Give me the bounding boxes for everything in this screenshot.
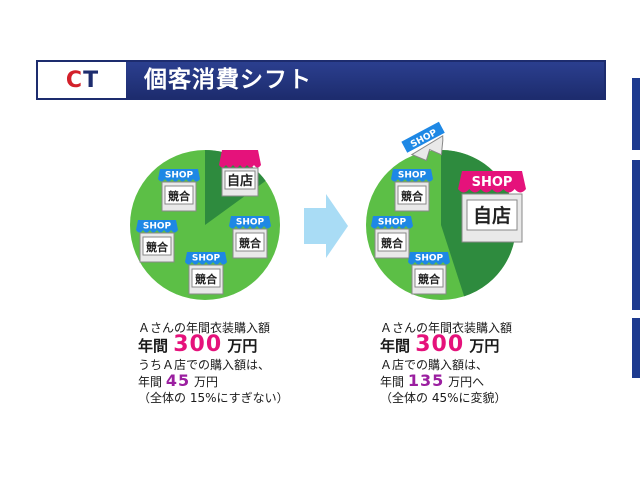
competitor-label: 競合 <box>195 272 218 286</box>
ct-logo: C T <box>38 62 126 98</box>
right-caption-line2: 年間 300 万円 <box>380 334 512 356</box>
right-caption-line5: （全体の 45%に変貌） <box>380 391 507 405</box>
left-competitor-shop-3: SHOP 競合 <box>228 215 272 259</box>
flying-sign: SHOP <box>399 119 447 162</box>
shop-sign-text: SHOP <box>165 171 194 181</box>
left-caption-line4: 年間 45 万円 <box>138 373 289 390</box>
competitor-label: 競合 <box>239 236 262 250</box>
shop-sign-text: SHOP <box>143 222 172 232</box>
left-store-amount: 45 <box>165 371 191 390</box>
right-annual-unit: 万円 <box>469 337 500 355</box>
right-own-shop: SHOP 自店 <box>458 171 526 243</box>
right-store-prefix: 年間 <box>380 375 405 389</box>
right-annual-prefix: 年間 <box>380 337 411 355</box>
title-bar: C T 個客消費シフト <box>36 60 606 100</box>
shop-sign-text: SHOP <box>236 218 265 228</box>
left-competitor-shop-4: SHOP 競合 <box>184 251 228 295</box>
logo-letter-t: T <box>83 67 99 93</box>
right-competitor-shop-2: SHOP 競合 <box>370 215 414 259</box>
right-store-amount: 135 <box>407 371 445 390</box>
right-competitor-shop-1: SHOP 競合 <box>390 168 434 212</box>
shift-arrow <box>304 194 348 258</box>
left-store-prefix: 年間 <box>138 375 163 389</box>
side-strip-2 <box>632 160 640 310</box>
competitor-label: 競合 <box>168 189 191 203</box>
right-competitor-shop-3: SHOP 競合 <box>407 251 451 295</box>
side-strip-1 <box>632 78 640 150</box>
shop-sign-text: SHOP <box>415 254 444 264</box>
right-caption-line4: 年間 135 万円へ <box>380 373 512 390</box>
own-shop-sign-text: SHOP <box>472 175 513 190</box>
left-store-unit: 万円 <box>193 375 218 389</box>
left-caption-line3: うちＡ店での購入額は、 <box>138 358 271 372</box>
own-shop-label: 自店 <box>473 204 511 227</box>
right-annual-total: 300 <box>415 332 465 357</box>
left-competitor-shop-1: SHOP 競合 <box>157 168 201 212</box>
logo-letter-c: C <box>65 67 84 93</box>
left-annual-total: 300 <box>173 332 223 357</box>
left-caption-line1: Ａさんの年間衣装購入額 <box>138 321 271 335</box>
side-strip-3 <box>632 318 640 378</box>
competitor-label: 競合 <box>146 240 169 254</box>
right-store-unit: 万円へ <box>448 375 485 389</box>
shop-sign-text: SHOP <box>378 218 407 228</box>
page-title: 個客消費シフト <box>144 67 312 93</box>
left-own-shop: 自店 <box>219 150 261 197</box>
left-annual-unit: 万円 <box>227 337 258 355</box>
shop-sign-text: SHOP <box>192 254 221 264</box>
left-annual-prefix: 年間 <box>138 337 169 355</box>
right-caption: Ａさんの年間衣装購入額 年間 300 万円 Ａ店での購入額は、 年間 135 万… <box>380 320 512 406</box>
right-caption-line1: Ａさんの年間衣装購入額 <box>380 321 513 335</box>
right-caption-line3: Ａ店での購入額は、 <box>380 358 489 372</box>
competitor-label: 競合 <box>401 189 424 203</box>
left-caption-line2: 年間 300 万円 <box>138 334 289 356</box>
competitor-label: 競合 <box>381 236 404 250</box>
own-shop-label: 自店 <box>227 173 253 189</box>
shop-sign-text: SHOP <box>398 171 427 181</box>
competitor-label: 競合 <box>418 272 441 286</box>
left-competitor-shop-2: SHOP 競合 <box>135 219 179 263</box>
left-caption-line5: （全体の 15%にすぎない） <box>138 391 289 405</box>
left-caption: Ａさんの年間衣装購入額 年間 300 万円 うちＡ店での購入額は、 年間 45 … <box>138 320 289 406</box>
